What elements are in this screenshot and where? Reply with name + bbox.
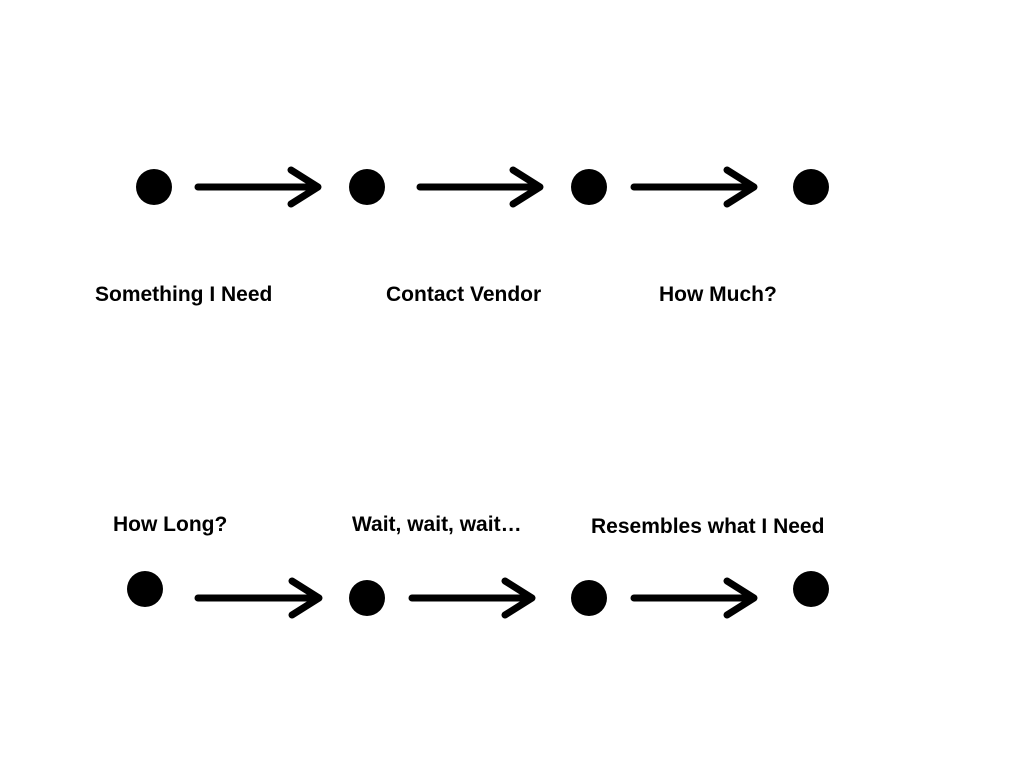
flow-arrow-row2-3 — [630, 577, 758, 619]
flow-arrow-row1-1 — [194, 166, 322, 208]
flow-node-row2-2 — [349, 580, 385, 616]
flow-node-row1-4 — [793, 169, 829, 205]
flow-node-row1-2 — [349, 169, 385, 205]
step-label-how-much: How Much? — [659, 283, 777, 306]
flow-arrow-row2-1 — [194, 577, 323, 619]
flow-node-row2-1 — [127, 571, 163, 607]
flow-node-row2-3 — [571, 580, 607, 616]
step-label-how-long: How Long? — [113, 513, 228, 536]
flow-node-row1-1 — [136, 169, 172, 205]
flow-node-row2-4 — [793, 571, 829, 607]
step-label-resembles-what-i-need: Resembles what I Need — [591, 515, 825, 538]
flow-node-row1-3 — [571, 169, 607, 205]
step-label-wait: Wait, wait, wait… — [352, 513, 522, 536]
flow-arrow-row2-2 — [408, 577, 536, 619]
step-label-contact-vendor: Contact Vendor — [386, 283, 542, 306]
flow-arrow-row1-2 — [416, 166, 544, 208]
step-label-something-i-need: Something I Need — [95, 283, 273, 306]
flow-arrow-row1-3 — [630, 166, 758, 208]
